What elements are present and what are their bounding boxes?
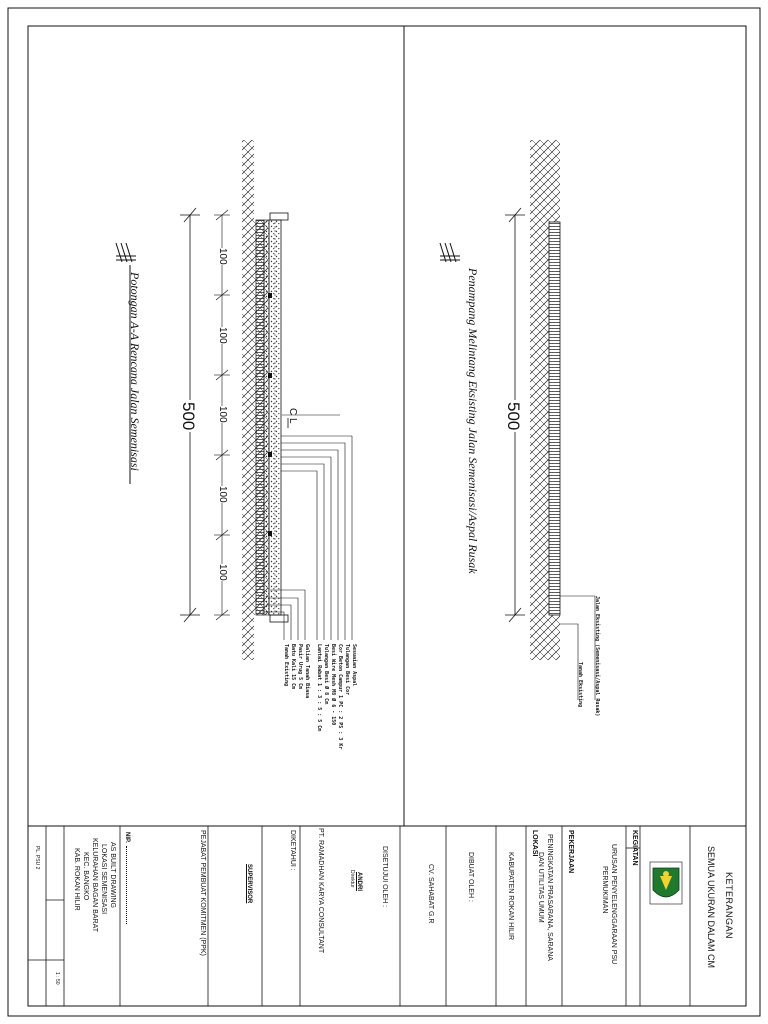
inner-border: [27, 25, 747, 1007]
left-pasir-layer: [263, 219, 270, 616]
right-section-mark: [439, 242, 460, 263]
kabupaten-logo: [649, 861, 683, 905]
right-cross-section: [439, 140, 596, 700]
left-cross-section: [115, 140, 353, 660]
outer-border: [7, 7, 761, 1017]
right-existing-road: [548, 221, 561, 616]
left-section-mark: [115, 242, 136, 484]
left-batu-kali-layer: [255, 219, 265, 616]
title-block: [28, 826, 691, 1006]
